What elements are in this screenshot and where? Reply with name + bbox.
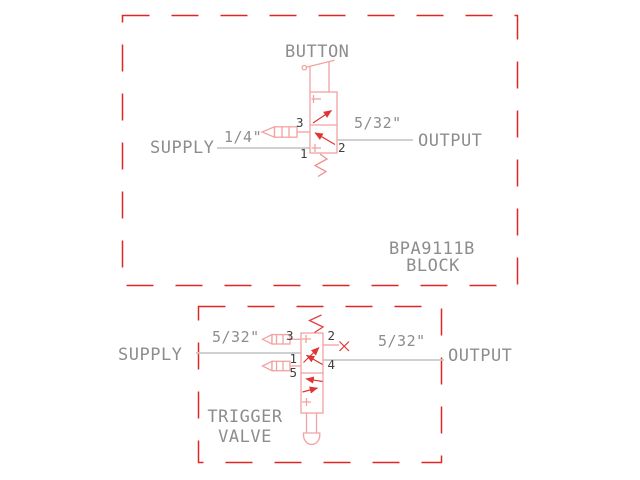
port-number-4: 4 [328, 357, 336, 372]
port-number-3: 3 [286, 328, 294, 343]
trigger-valve-group: SUPPLY 5/32" 5/32" OUTPUT TRIGGER VALVE … [118, 305, 512, 464]
output-label: OUTPUT [448, 346, 512, 366]
muffler-body-icon [273, 126, 298, 138]
supply-tube-size: 1/4" [224, 128, 262, 146]
trigger-name-line1: TRIGGER [207, 407, 282, 427]
output-tube-size: 5/32" [378, 332, 426, 350]
supply-label: SUPPLY [118, 345, 182, 365]
port-number-3: 3 [296, 115, 304, 130]
port-number-2: 2 [338, 140, 346, 155]
output-tube-size: 5/32" [354, 114, 402, 132]
button-actuator-label: BUTTON [285, 42, 349, 62]
flow-arrow-left [305, 376, 323, 384]
port-number-1: 1 [290, 351, 298, 366]
return-spring-icon [307, 314, 325, 334]
button-lever-icon [305, 59, 335, 68]
flow-arrow-right [302, 386, 319, 394]
output-label: OUTPUT [418, 131, 482, 151]
port-number-1: 1 [300, 146, 308, 161]
trigger-name-line2: VALVE [218, 427, 272, 447]
lever-pivot-icon [301, 64, 308, 71]
trigger-dashed-border [197, 305, 443, 464]
flow-arrow-1-to-2 [303, 347, 320, 363]
flow-arrow-4-to-1 [305, 354, 323, 366]
muffler-cone-icon [261, 333, 273, 346]
plug-x-icon [339, 341, 350, 352]
supply-tube-size: 5/32" [212, 328, 260, 346]
valve-body [309, 91, 338, 154]
block-name-line2: BLOCK [406, 256, 460, 276]
button-block-group: BUTTON SUPPLY 1/4" 5/32" OUTPUT BPA9111B… [121, 14, 519, 287]
return-spring-icon [313, 153, 329, 178]
supply-label: SUPPLY [150, 138, 214, 158]
block-name-line1: BPA9111B [389, 239, 475, 259]
flow-arrow-2-to-3 [314, 132, 336, 146]
muffler-cone-icon [260, 125, 276, 139]
muffler-cone-icon [261, 360, 273, 372]
block-dashed-border [121, 14, 519, 287]
flow-arrow-1-to-2 [312, 110, 332, 124]
plunger-button-icon [302, 432, 321, 446]
port-number-5: 5 [290, 365, 298, 380]
port-number-2: 2 [328, 328, 336, 343]
muffler-body-icon [271, 360, 291, 372]
